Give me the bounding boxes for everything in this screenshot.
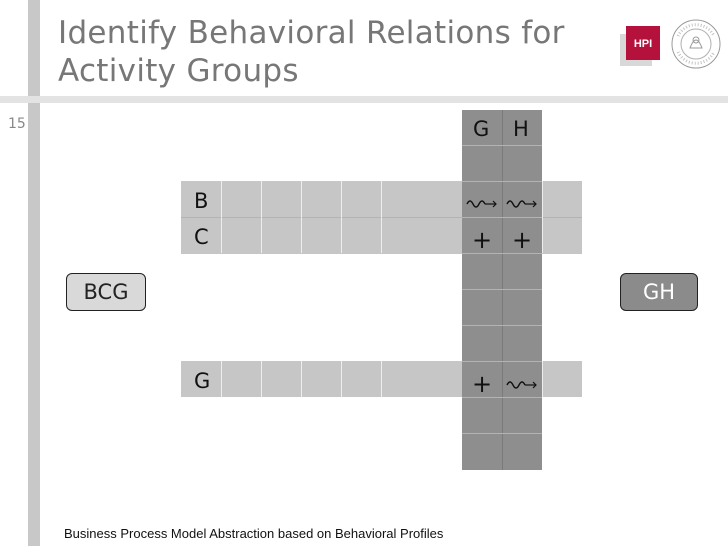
grid-line	[381, 181, 382, 253]
row-label-g: G	[194, 369, 211, 393]
weak-order-icon	[502, 374, 542, 393]
grid-line	[221, 181, 222, 253]
title-divider	[0, 96, 728, 103]
column-header-g: G	[473, 117, 490, 141]
interleaving-relation: +	[471, 370, 493, 398]
grid-line	[301, 361, 302, 397]
weak-order-icon	[462, 193, 502, 212]
row-label-b: B	[194, 189, 209, 213]
university-seal-icon	[670, 18, 722, 70]
row-label-c: C	[194, 225, 209, 249]
grid-line	[381, 361, 382, 397]
grid-line	[341, 181, 342, 253]
hpi-logo: HPI	[620, 26, 660, 66]
grid-line	[261, 181, 262, 253]
slide-title: Identify Behavioral Relations for Activi…	[58, 15, 565, 89]
group-box-bcg: BCG	[66, 273, 146, 311]
grid-line	[462, 181, 542, 182]
grid-line	[341, 361, 342, 397]
svg-text:HPI: HPI	[634, 38, 652, 50]
column-band-h	[502, 110, 542, 470]
grid-line	[542, 361, 543, 397]
footer-text: Business Process Model Abstraction based…	[64, 526, 444, 541]
interleaving-relation: +	[471, 226, 493, 254]
weak-order-icon	[502, 193, 542, 212]
grid-line	[462, 325, 542, 326]
grid-line	[221, 361, 222, 397]
column-header-h: H	[513, 117, 529, 141]
grid-line	[462, 361, 542, 362]
grid-line	[462, 433, 542, 434]
grid-line	[462, 217, 542, 218]
page-number: 15	[8, 116, 26, 132]
grid-line	[301, 181, 302, 253]
grid-line	[462, 397, 542, 398]
left-accent-bar	[28, 0, 40, 546]
grid-line	[462, 253, 542, 254]
grid-line	[462, 289, 542, 290]
group-box-gh: GH	[620, 273, 698, 311]
grid-line	[502, 110, 503, 470]
grid-line	[462, 145, 542, 146]
column-band-g	[462, 110, 502, 470]
interleaving-relation: +	[511, 226, 533, 254]
grid-line	[542, 181, 543, 253]
grid-line	[261, 361, 262, 397]
